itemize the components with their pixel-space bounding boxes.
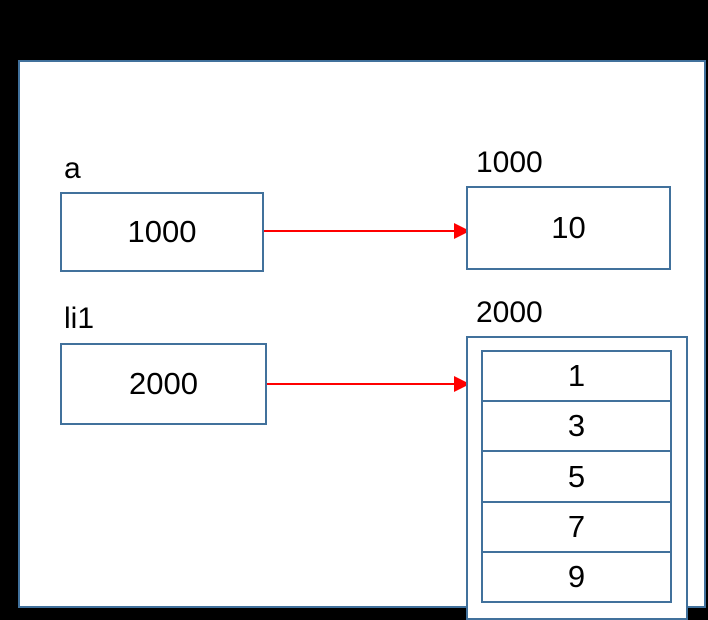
- address-label-1000: 1000: [476, 146, 543, 179]
- variable-box-li1-value: 2000: [129, 366, 198, 401]
- list-item: 9: [483, 552, 670, 602]
- variable-label-li1: li1: [64, 302, 95, 335]
- pointer-arrow-li1: [267, 376, 470, 392]
- list-cells: 1 3 5 7 9: [481, 350, 672, 603]
- list-item: 1: [483, 352, 670, 403]
- address-label-2000: 2000: [476, 296, 543, 329]
- variable-box-a: 1000: [60, 192, 264, 272]
- memory-box-1000-value: 10: [551, 210, 586, 245]
- memory-box-2000: 1 3 5 7 9: [466, 336, 688, 620]
- list-item: 3: [483, 402, 670, 453]
- diagram-canvas: a 1000 1000 10 li1 2000 2000 1 3 5: [18, 60, 706, 620]
- memory-box-1000: 10: [466, 186, 671, 270]
- variable-label-a: a: [64, 152, 81, 185]
- variable-box-li1: 2000: [60, 343, 267, 425]
- pointer-arrow-a: [264, 223, 470, 239]
- variable-box-a-value: 1000: [127, 214, 197, 249]
- list-item: 7: [483, 502, 670, 553]
- list-item: 5: [483, 452, 670, 503]
